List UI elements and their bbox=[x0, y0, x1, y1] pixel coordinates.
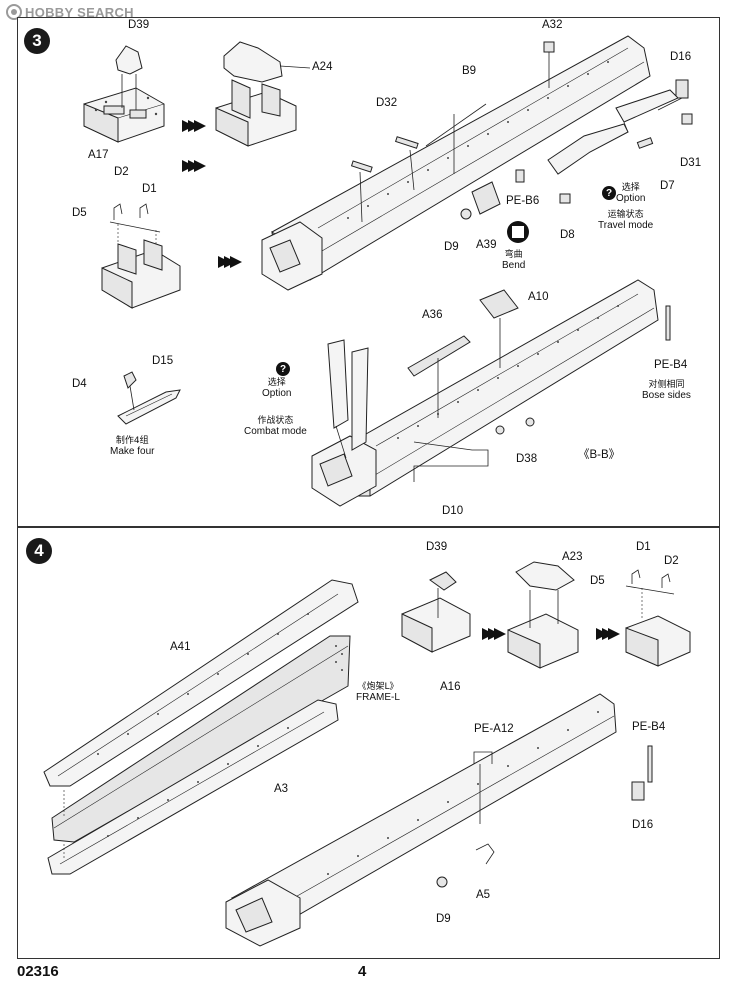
a41-plate-part bbox=[43, 579, 359, 787]
label-d9: D9 bbox=[444, 241, 459, 253]
label-d31: D31 bbox=[680, 157, 702, 169]
label-a36: A36 bbox=[422, 309, 443, 321]
label-d9-step4: D9 bbox=[436, 913, 451, 925]
note-option-en: Option bbox=[616, 193, 646, 205]
process-arrow-1 bbox=[182, 120, 206, 132]
option-question-icon: ? bbox=[602, 186, 616, 200]
label-a10: A10 bbox=[528, 291, 549, 303]
a24-assembly bbox=[215, 41, 311, 147]
trail-upper-assembly bbox=[261, 35, 693, 291]
note-travel-cn: 运输状态 bbox=[607, 210, 644, 220]
a23-assembly bbox=[507, 561, 579, 669]
label-d2-step4: D2 bbox=[664, 555, 679, 567]
note-bose-cn: 对侧相同 bbox=[648, 380, 685, 390]
label-d38: D38 bbox=[516, 453, 538, 465]
d1-d2-d5-assembly bbox=[101, 203, 181, 309]
label-d39: D39 bbox=[128, 19, 150, 31]
step-4-drawing bbox=[43, 561, 691, 947]
note-make-four: 制作4组 Make four bbox=[110, 436, 154, 458]
label-d2: D2 bbox=[114, 166, 129, 178]
label-d15: D15 bbox=[152, 355, 174, 367]
note-option-travel: 选择 Option bbox=[616, 183, 645, 205]
label-d16-step4: D16 bbox=[632, 819, 654, 831]
label-pe-b6: PE-B6 bbox=[506, 195, 540, 207]
d1-d2-d5-assembly-step4 bbox=[625, 569, 691, 667]
assembled-frame-l bbox=[225, 693, 653, 947]
note-bend-cn: 弯曲 bbox=[504, 250, 523, 260]
label-d8: D8 bbox=[560, 229, 575, 241]
label-d1-step4: D1 bbox=[636, 541, 651, 553]
option-question-icon-2: ? bbox=[276, 362, 290, 376]
note-bose-sides: 对侧相同 Bose sides bbox=[642, 380, 691, 402]
a3-plate-part bbox=[47, 699, 339, 875]
label-d7: D7 bbox=[660, 180, 675, 192]
page-number: 4 bbox=[358, 963, 367, 980]
process-arrow-4 bbox=[482, 628, 506, 640]
label-a32: A32 bbox=[542, 19, 563, 31]
label-a17: A17 bbox=[88, 149, 109, 161]
label-a5: A5 bbox=[476, 889, 491, 901]
label-pe-a12: PE-A12 bbox=[474, 723, 514, 735]
note-option2-en: Option bbox=[262, 388, 292, 400]
label-d16: D16 bbox=[670, 51, 692, 63]
label-frame-cn: 《炮架L》 bbox=[357, 682, 399, 692]
note-option-cn: 选择 bbox=[621, 183, 640, 193]
note-makefour-cn: 制作4组 bbox=[115, 436, 149, 446]
label-d39-step4: D39 bbox=[426, 541, 448, 553]
step-3-drawing bbox=[83, 35, 693, 507]
label-a23: A23 bbox=[562, 551, 583, 563]
a17-base-part bbox=[83, 87, 165, 143]
label-frame-l: 《炮架L》 FRAME-L bbox=[356, 682, 400, 704]
trail-lower-assembly bbox=[311, 279, 671, 507]
step-4-panel: 4 bbox=[17, 527, 720, 959]
process-arrow-5 bbox=[596, 628, 620, 640]
watermark-logo-icon bbox=[6, 4, 22, 20]
frame-l-part bbox=[51, 635, 351, 843]
label-pe-b4-step4: PE-B4 bbox=[632, 721, 666, 733]
label-a3: A3 bbox=[274, 783, 289, 795]
hobby-search-watermark: HOBBY SEARCH bbox=[6, 4, 134, 20]
a16-d39-assembly bbox=[401, 571, 471, 653]
label-d5-step4: D5 bbox=[590, 575, 605, 587]
step-3-panel: 3 bbox=[17, 17, 720, 527]
label-a39: A39 bbox=[476, 239, 497, 251]
label-d5: D5 bbox=[72, 207, 87, 219]
product-code: 02316 bbox=[17, 963, 59, 980]
label-frame-en: FRAME-L bbox=[356, 692, 400, 704]
label-d4: D4 bbox=[72, 378, 87, 390]
d39-part bbox=[115, 45, 143, 110]
d15-d4-blade-part bbox=[117, 371, 181, 425]
process-arrow-2 bbox=[182, 160, 206, 172]
note-combat-cn: 作战状态 bbox=[257, 416, 294, 426]
watermark-text: HOBBY SEARCH bbox=[25, 4, 134, 20]
label-pe-b4: PE-B4 bbox=[654, 359, 688, 371]
note-combat-en: Combat mode bbox=[244, 426, 307, 438]
label-a41: A41 bbox=[170, 641, 191, 653]
note-bose-en: Bose sides bbox=[642, 390, 691, 402]
label-d32: D32 bbox=[376, 97, 398, 109]
note-bend-en: Bend bbox=[502, 260, 526, 272]
label-b9: B9 bbox=[462, 65, 477, 77]
note-option2-cn: 选择 bbox=[267, 378, 286, 388]
label-section-b-b: 《B-B》 bbox=[578, 449, 621, 461]
process-arrow-3 bbox=[218, 256, 242, 268]
note-makefour-en: Make four bbox=[110, 446, 155, 458]
note-option-combat: 选择 Option bbox=[262, 378, 291, 400]
note-travel-mode: 运输状态 Travel mode bbox=[598, 210, 653, 232]
label-d1: D1 bbox=[142, 183, 157, 195]
label-a24: A24 bbox=[312, 61, 333, 73]
step-4-number: 4 bbox=[26, 538, 52, 564]
note-travel-en: Travel mode bbox=[598, 220, 654, 232]
step-3-number: 3 bbox=[24, 28, 50, 54]
note-combat-mode: 作战状态 Combat mode bbox=[244, 416, 307, 438]
note-bend: 弯曲 Bend bbox=[502, 250, 525, 272]
label-d10: D10 bbox=[442, 505, 464, 517]
label-a16: A16 bbox=[440, 681, 461, 693]
